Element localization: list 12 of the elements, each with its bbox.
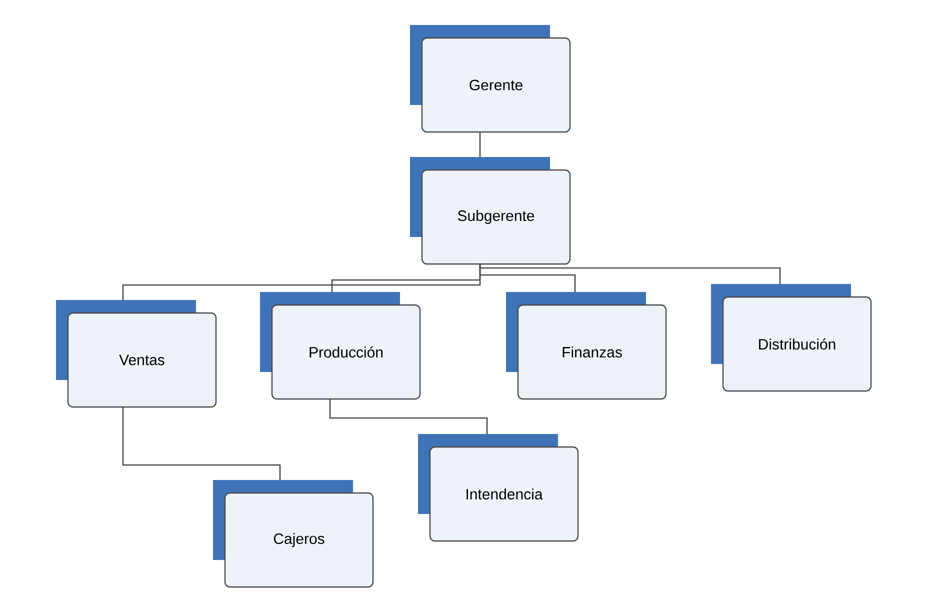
org-box: Subgerente (410, 157, 571, 265)
connector-line (329, 399, 488, 434)
connector-line (122, 407, 281, 480)
org-box: Ventas (56, 300, 217, 408)
connector-line (479, 264, 781, 284)
connector-line (479, 132, 481, 157)
org-box: Distribución (711, 284, 872, 392)
org-box: Producción (260, 292, 421, 400)
org-box: Intendencia (418, 434, 579, 542)
org-box: Gerente (410, 25, 571, 133)
org-box: Finanzas (506, 292, 667, 400)
org-box: Cajeros (213, 480, 374, 588)
